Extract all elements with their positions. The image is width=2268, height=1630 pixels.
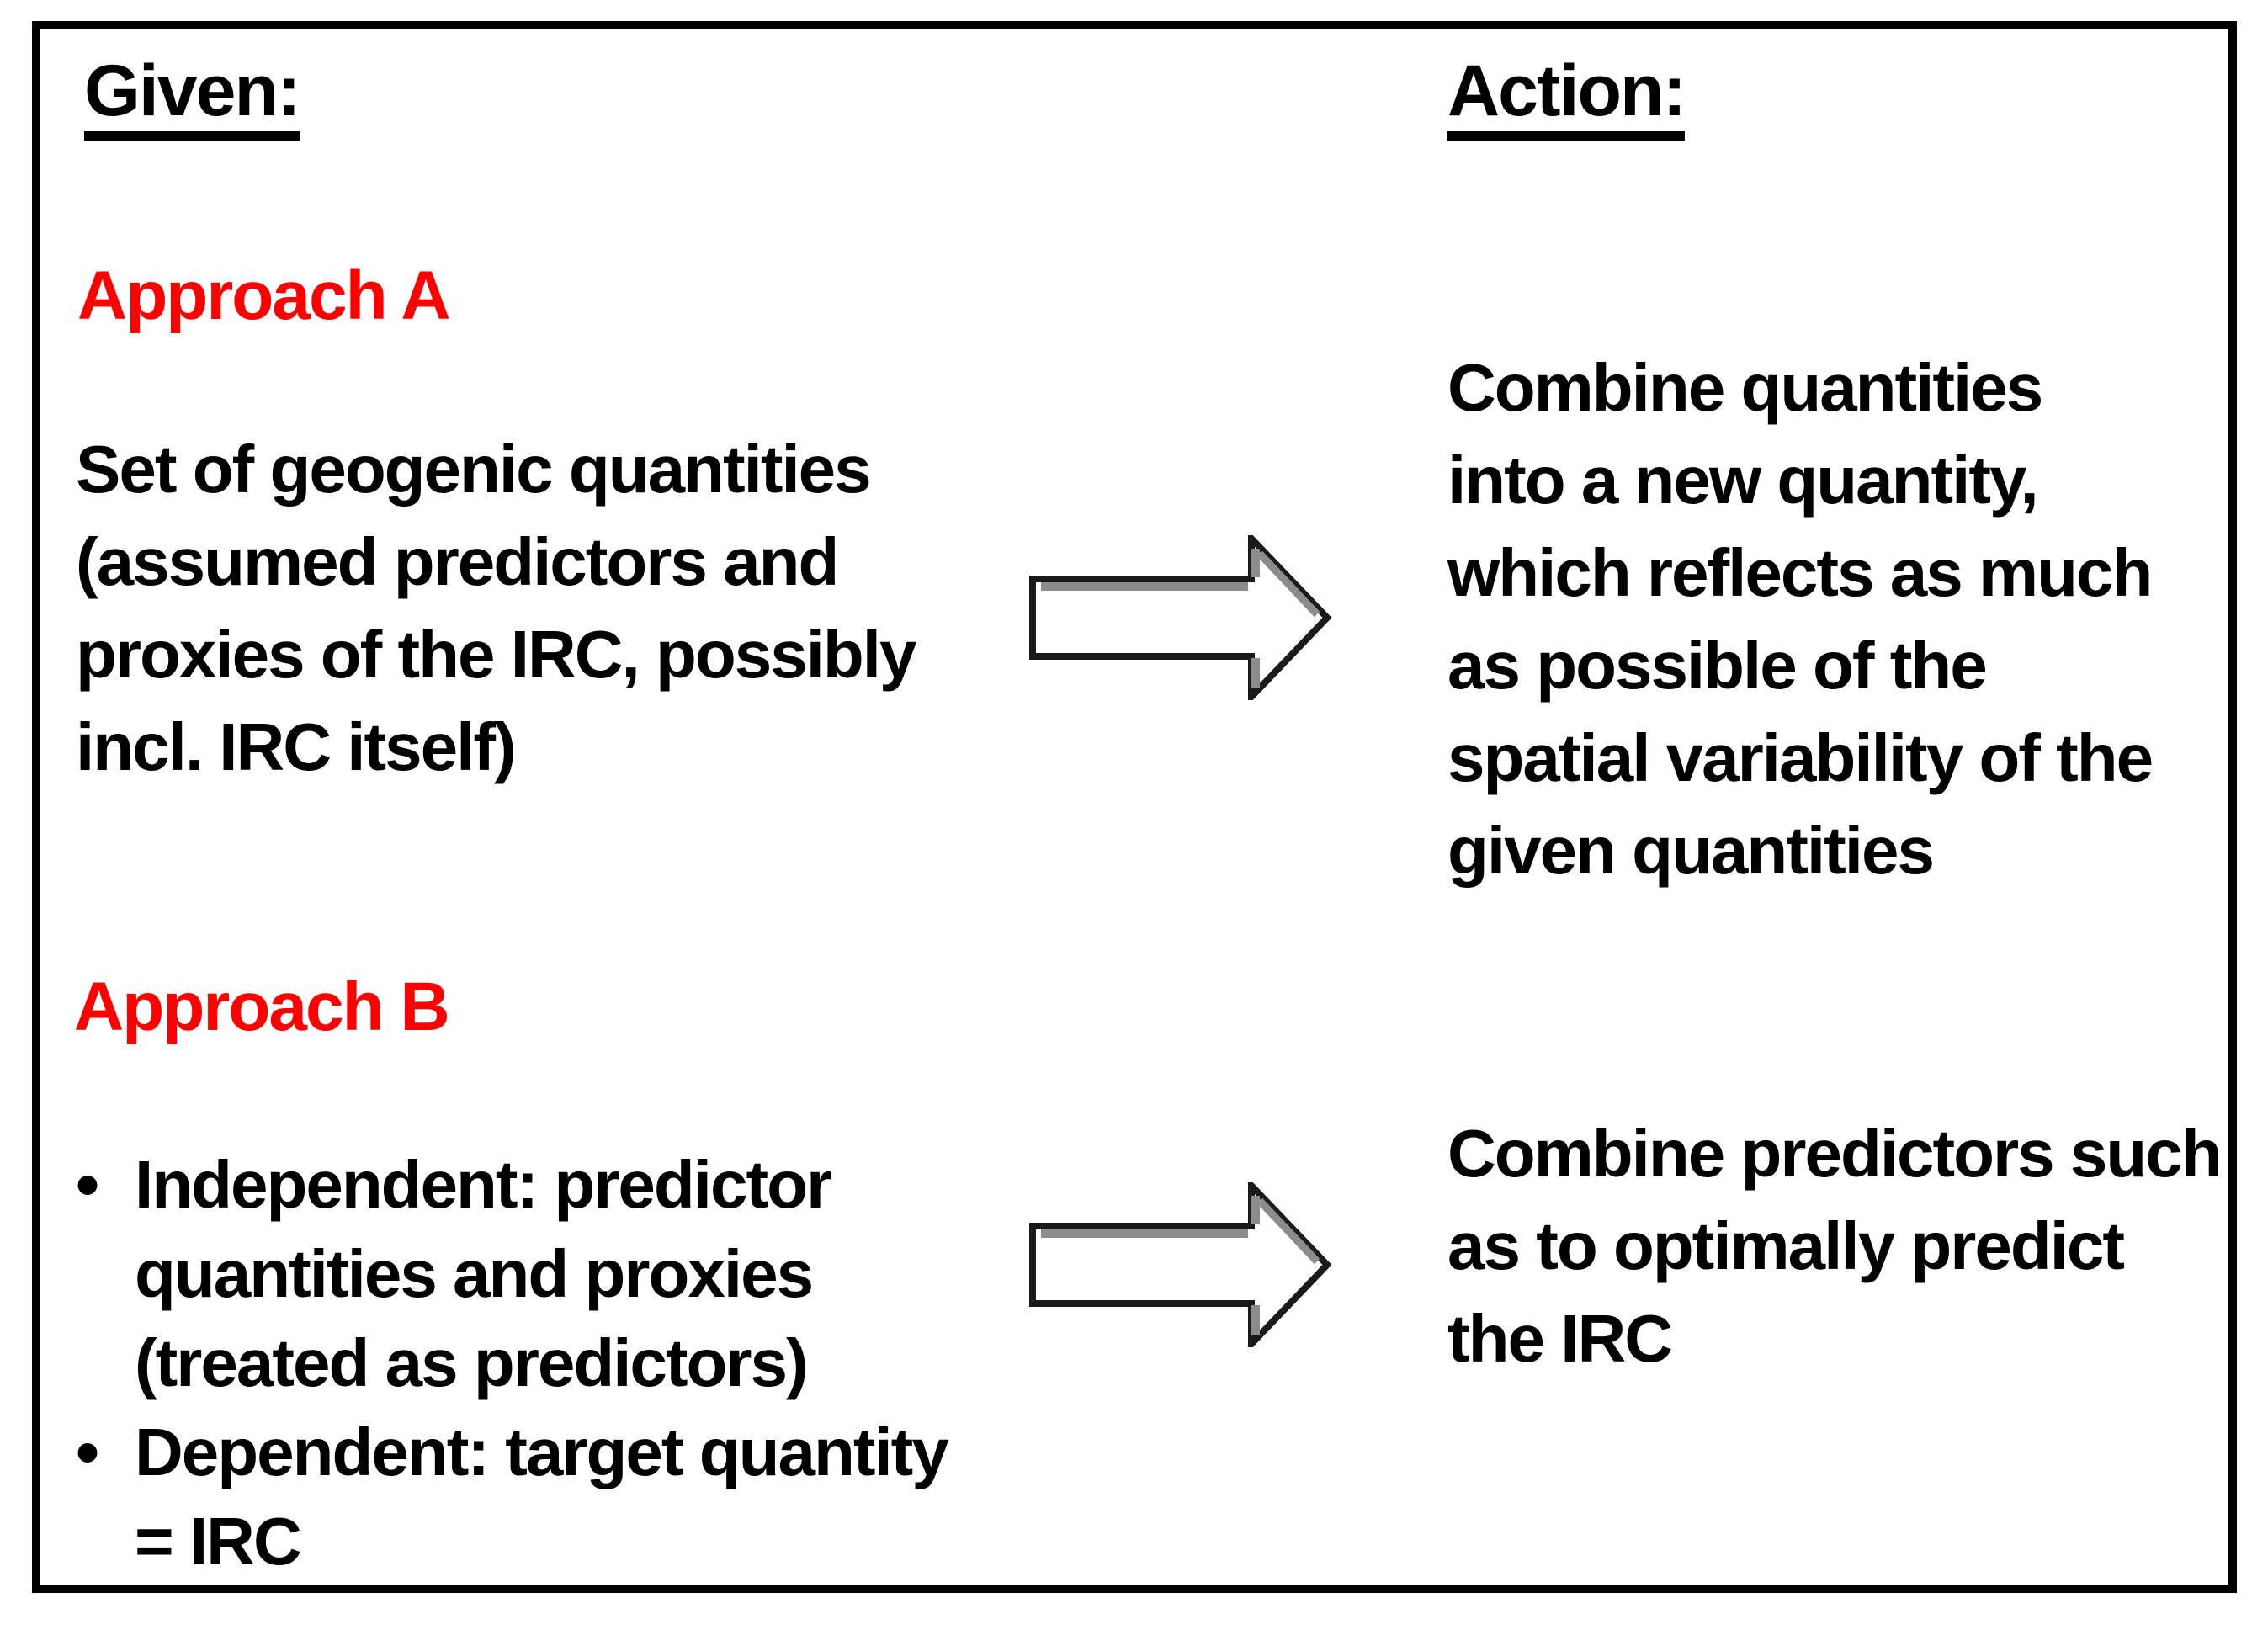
bullet-text: Dependent: target quantity = IRC xyxy=(135,1408,949,1586)
given-header-label: Given: xyxy=(84,55,301,141)
approach-b-action-text: Combine predictors such as to optimally … xyxy=(1447,1107,2239,1385)
approach-a-given-line: (assumed predictors and xyxy=(76,524,839,599)
bullet-line: = IRC xyxy=(135,1504,302,1579)
approach-a-arrow xyxy=(1029,530,1332,705)
action-header-label: Action: xyxy=(1447,55,1686,141)
bullet-line: quantities and proxies xyxy=(135,1236,814,1311)
right-block-arrow-icon xyxy=(1029,530,1332,705)
bullet-marker-icon: • xyxy=(76,1147,99,1222)
approach-a-action-text: Combine quantities into a new quantity, … xyxy=(1447,342,2239,897)
approach-b-action-line: Combine predictors such xyxy=(1447,1116,2223,1191)
approach-a-label: Approach A xyxy=(77,258,451,334)
approach-b-label: Approach B xyxy=(74,969,450,1045)
approach-a-given-line: proxies of the IRC, possibly xyxy=(76,617,917,692)
bullet-line: (treated as predictors) xyxy=(135,1325,809,1400)
approach-a-action-line: which reflects as much xyxy=(1447,535,2153,610)
action-header: Action: xyxy=(1447,55,1686,141)
given-header: Given: xyxy=(84,55,301,141)
approach-a-action-line: spatial variability of the xyxy=(1447,720,2154,795)
approach-b-arrow xyxy=(1029,1177,1332,1352)
right-block-arrow-icon xyxy=(1029,1177,1332,1352)
approach-a-action-line: as possible of the xyxy=(1447,628,1988,703)
approach-a-given-line: Set of geogenic quantities xyxy=(76,432,872,507)
approach-a-given-line: incl. IRC itself) xyxy=(76,709,517,784)
approach-b-given-bullets: • Independent: predictor quantities and … xyxy=(76,1140,1086,1586)
approach-b-action-line: as to optimally predict xyxy=(1447,1208,2125,1283)
approach-a-action-line: Combine quantities xyxy=(1447,350,2043,425)
approach-a-action-line: into a new quantity, xyxy=(1447,443,2039,518)
bullet-line: Dependent: target quantity xyxy=(135,1415,949,1489)
approach-a-given-text: Set of geogenic quantities (assumed pred… xyxy=(76,423,1069,794)
approach-b-action-line: the IRC xyxy=(1447,1301,1673,1376)
bullet-line: Independent: predictor xyxy=(135,1147,832,1222)
approach-a-action-line: given quantities xyxy=(1447,813,1935,888)
bullet-marker-icon: • xyxy=(76,1415,99,1489)
outer-frame xyxy=(32,21,2237,1593)
bullet-item: • Dependent: target quantity = IRC xyxy=(76,1408,1086,1586)
bullet-text: Independent: predictor quantities and pr… xyxy=(135,1140,832,1408)
bullet-item: • Independent: predictor quantities and … xyxy=(76,1140,1086,1408)
